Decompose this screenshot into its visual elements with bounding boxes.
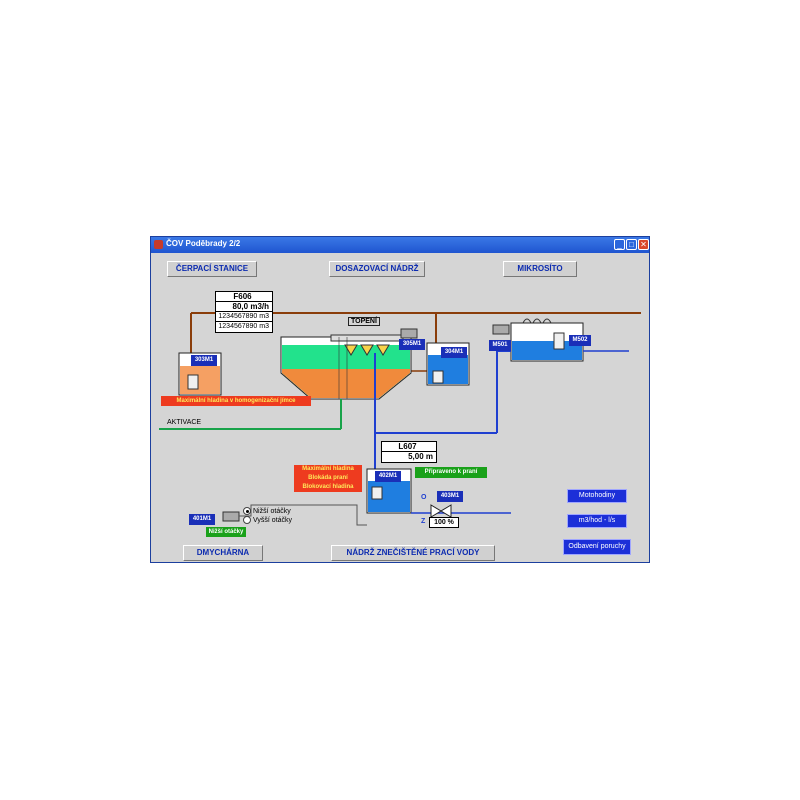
radio-high-speed[interactable]: Vyšší otáčky	[243, 516, 292, 524]
alarm-max-level: Maximální hladina	[302, 466, 354, 472]
level-display: L607 5,00 m	[381, 441, 437, 463]
level-value: 5,00 m	[408, 452, 433, 461]
tag-402m1[interactable]: 402M1	[375, 471, 401, 482]
pump-402-icon	[371, 486, 383, 500]
button-mikrosito[interactable]: MIKROSÍTO	[503, 261, 577, 277]
motohodiny-button[interactable]: Motohodiny	[567, 489, 627, 503]
minimize-button[interactable]: _	[614, 239, 625, 250]
close-button[interactable]: ✕	[638, 239, 649, 250]
homogenization-fill	[180, 366, 220, 394]
acknowledge-faults-button[interactable]: Odbavení poruchy	[563, 539, 631, 555]
microsieve-drum	[522, 318, 552, 324]
title-bar: ČOV Poděbrady 2/2 _ □ ✕	[151, 237, 649, 253]
radio-low-speed-label: Nižší otáčky	[253, 507, 291, 515]
activation-label: AKTIVACE	[167, 419, 202, 426]
flowmeter-display: F606 80,0 m3/h 1234567890 m3 1234567890 …	[215, 291, 273, 333]
alarm-block-level: Blokovací hladina	[302, 484, 354, 490]
radio-high-speed-label: Vyšší otáčky	[253, 516, 293, 524]
radio-low-speed[interactable]: Nižší otáčky	[243, 507, 291, 515]
valve-403-icon	[430, 504, 452, 518]
alarm-wash-block: Blokáda praní	[308, 475, 348, 481]
homogenization-level-alarm: Maximální hladina v homogenizační jímce	[161, 396, 311, 406]
valve-position-display: 100 %	[429, 517, 459, 528]
wash-block-alarm: Maximální hladina Blokáda praní Blokovac…	[294, 465, 362, 492]
tag-m501[interactable]: M501	[489, 340, 511, 351]
app-icon	[154, 240, 163, 249]
pump-303-icon	[187, 374, 199, 390]
motor-m501-icon	[492, 324, 510, 335]
radio-low-speed-indicator[interactable]	[243, 507, 251, 515]
valve-open-label: O	[421, 494, 427, 501]
settling-sludge	[282, 369, 410, 398]
heater-label: TOPENÍ	[348, 317, 380, 326]
tag-m502[interactable]: M502	[569, 335, 591, 346]
tag-401m1[interactable]: 401M1	[189, 514, 215, 525]
maximize-button[interactable]: □	[626, 239, 637, 250]
pump-304-icon	[432, 370, 444, 384]
blower-305-icon	[400, 328, 418, 339]
button-cerpaci-stanice[interactable]: ČERPACÍ STANICE	[167, 261, 257, 277]
blower-401-icon	[222, 511, 240, 522]
process-diagram: ČERPACÍ STANICE DOSAZOVACÍ NÁDRŽ MIKROSÍ…	[151, 253, 649, 562]
tag-403m1[interactable]: 403M1	[437, 491, 463, 502]
button-nadrz-znecistene-praci-vody[interactable]: NÁDRŽ ZNEČIŠTĚNÉ PRACÍ VODY	[331, 545, 495, 561]
app-window: ČOV Poděbrady 2/2 _ □ ✕	[150, 236, 650, 563]
radio-high-speed-indicator[interactable]	[243, 516, 251, 524]
flowmeter-total-1: 1234567890 m3	[216, 312, 272, 322]
valve-closed-label: Z	[421, 518, 426, 525]
pump-m502-icon	[553, 332, 565, 350]
flowmeter-flow: 80,0 m3/h	[216, 302, 272, 312]
window-title: ČOV Poděbrady 2/2	[166, 239, 241, 248]
button-dmycharna[interactable]: DMYCHÁRNA	[183, 545, 263, 561]
ready-for-wash-status: Připraveno k praní	[415, 467, 487, 478]
tag-304m1[interactable]: 304M1	[441, 347, 467, 358]
tag-305m1[interactable]: 305M1	[399, 339, 425, 350]
level-id: L607	[382, 442, 436, 452]
heater-bar	[330, 334, 404, 342]
button-dosazovaci-nadrz[interactable]: DOSAZOVACÍ NÁDRŽ	[329, 261, 425, 277]
flowmeter-total-2: 1234567890 m3	[218, 323, 269, 330]
units-toggle-button[interactable]: m3/hod - l/s	[567, 514, 627, 528]
settling-funnels	[344, 344, 390, 356]
flowmeter-id: F606	[216, 292, 272, 302]
low-speed-badge: Nižší otáčky	[206, 527, 246, 537]
tag-303m1[interactable]: 303M1	[191, 355, 217, 366]
